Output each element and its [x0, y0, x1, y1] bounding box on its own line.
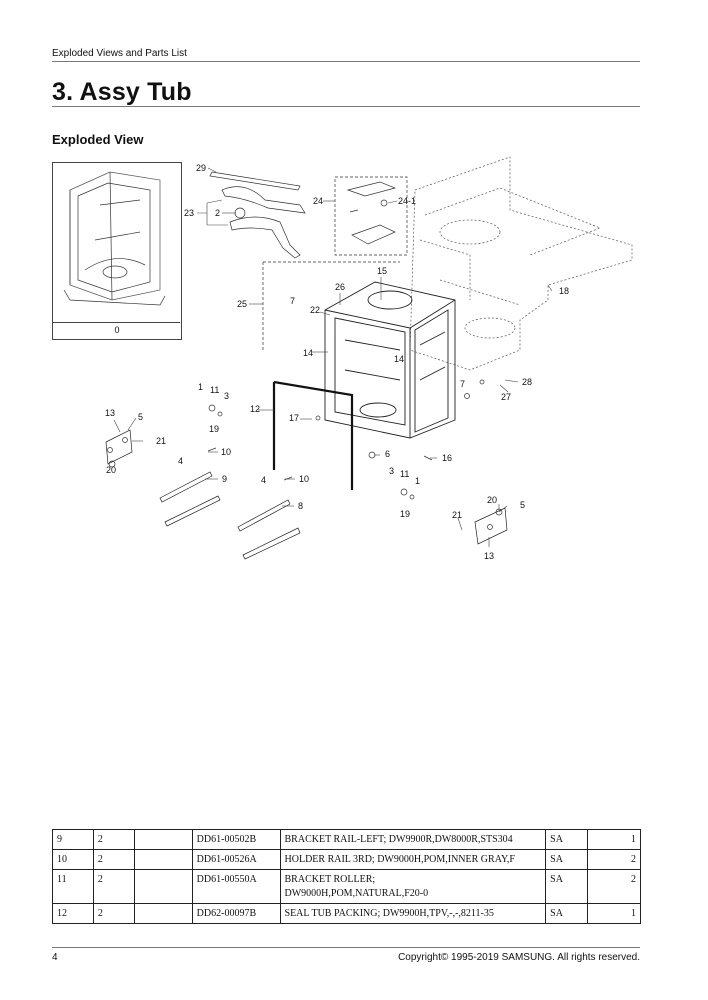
- cell-no: 10: [52, 849, 94, 870]
- page-number: 4: [52, 952, 58, 963]
- callout-26: 26: [335, 282, 346, 292]
- callout-10: 10: [221, 447, 232, 457]
- callout-20b: 20: [487, 495, 498, 505]
- cell-qty: 2: [587, 869, 641, 904]
- callout-24: 24: [313, 196, 324, 206]
- header-rule: [52, 61, 640, 62]
- callout-8: 8: [298, 501, 304, 511]
- inset-label: 0: [114, 325, 120, 335]
- parts-list-table: 9 2 DD61-00502B BRACKET RAIL-LEFT; DW990…: [52, 829, 641, 924]
- inset-tub-drawing: [63, 171, 166, 306]
- cell-level: 2: [92, 829, 135, 850]
- callout-16: 16: [442, 453, 453, 463]
- callout-14: 14: [303, 348, 314, 358]
- callout-3b: 3: [389, 466, 395, 476]
- callout-18: 18: [559, 286, 570, 296]
- table-row: 12 2 DD62-00097B SEAL TUB PACKING; DW990…: [52, 903, 641, 924]
- table-row: 9 2 DD61-00502B BRACKET RAIL-LEFT; DW990…: [52, 829, 641, 850]
- cell-code: DD62-00097B: [191, 903, 281, 924]
- callout-9: 9: [222, 474, 228, 484]
- callout-11: 11: [210, 385, 220, 395]
- callout-17: 17: [289, 413, 300, 423]
- inset-view-frame: [52, 162, 182, 340]
- copyright-notice: Copyright© 1995-2019 SAMSUNG. All rights…: [398, 952, 640, 963]
- cell-level: 2: [92, 903, 135, 924]
- callout-29: 29: [196, 163, 207, 173]
- callout-21: 21: [156, 436, 167, 446]
- callout-14b: 14: [394, 354, 405, 364]
- cell-level: 2: [92, 849, 135, 870]
- cell-desc: HOLDER RAIL 3RD; DW9000H,POM,INNER GRAY,…: [279, 849, 547, 870]
- callout-27: 27: [501, 392, 512, 402]
- callout-13: 13: [105, 408, 116, 418]
- callout-5b: 5: [520, 500, 526, 510]
- callout-12: 12: [250, 404, 261, 414]
- cell-no: 12: [52, 903, 94, 924]
- callout-10b: 10: [299, 474, 310, 484]
- callout-22: 22: [310, 305, 321, 315]
- callout-1b: 1: [415, 476, 421, 486]
- callout-4b: 4: [261, 475, 267, 485]
- callout-23: 23: [184, 208, 195, 218]
- callout-1: 1: [198, 382, 204, 392]
- callout-19: 19: [209, 424, 220, 434]
- cell-no: 11: [52, 869, 94, 904]
- cell-desc: BRACKET ROLLER; DW9000H,POM,NATURAL,F20-0: [279, 869, 547, 904]
- callout-24-1: 24-1: [398, 196, 417, 206]
- title-rule: [52, 106, 640, 107]
- running-head: Exploded Views and Parts List: [52, 48, 187, 59]
- cell-blank: [133, 829, 193, 850]
- desc-line: BRACKET ROLLER;: [284, 874, 376, 885]
- callout-21b: 21: [452, 510, 463, 520]
- cell-level: 2: [92, 869, 135, 904]
- table-row: 11 2 DD61-00550A BRACKET ROLLER; DW9000H,…: [52, 869, 641, 904]
- callout-19b: 19: [400, 509, 411, 519]
- table-row: 10 2 DD61-00526A HOLDER RAIL 3RD; DW9000…: [52, 849, 641, 870]
- callout-4: 4: [178, 456, 184, 466]
- cell-code: DD61-00526A: [191, 849, 281, 870]
- callout-25: 25: [237, 299, 248, 309]
- section-subtitle: Exploded View: [52, 132, 144, 147]
- desc-line: DW9000H,POM,NATURAL,F20-0: [284, 888, 429, 899]
- callout-5: 5: [138, 412, 144, 422]
- cell-blank: [133, 903, 193, 924]
- callout-15: 15: [377, 266, 388, 276]
- cell-no: 9: [52, 829, 94, 850]
- cell-blank: [133, 849, 193, 870]
- cell-sa: SA: [545, 869, 589, 904]
- cell-blank: [133, 869, 193, 904]
- callout-28: 28: [522, 377, 533, 387]
- callout-6: 6: [385, 449, 391, 459]
- callout-20: 20: [106, 465, 117, 475]
- cell-sa: SA: [545, 849, 589, 870]
- exploded-view-diagram: [63, 156, 633, 560]
- callout-13b: 13: [484, 551, 495, 561]
- cell-sa: SA: [545, 829, 589, 850]
- cell-desc: BRACKET RAIL-LEFT; DW9900R,DW8000R,STS30…: [279, 829, 547, 850]
- callout-11b: 11: [400, 469, 410, 479]
- callout-3: 3: [224, 391, 230, 401]
- cell-desc: SEAL TUB PACKING; DW9900H,TPV,-,-,8211-3…: [279, 903, 547, 924]
- footer-rule: [52, 947, 640, 948]
- cell-qty: 1: [587, 829, 641, 850]
- inset-label-divider: [52, 322, 180, 339]
- section-title: 3. Assy Tub: [52, 78, 192, 106]
- cell-sa: SA: [545, 903, 589, 924]
- cell-code: DD61-00550A: [191, 869, 281, 904]
- cell-code: DD61-00502B: [191, 829, 281, 850]
- callout-7b: 7: [460, 379, 466, 389]
- callout-7: 7: [290, 296, 296, 306]
- cell-qty: 1: [587, 903, 641, 924]
- callout-2: 2: [215, 208, 221, 218]
- cell-qty: 2: [587, 849, 641, 870]
